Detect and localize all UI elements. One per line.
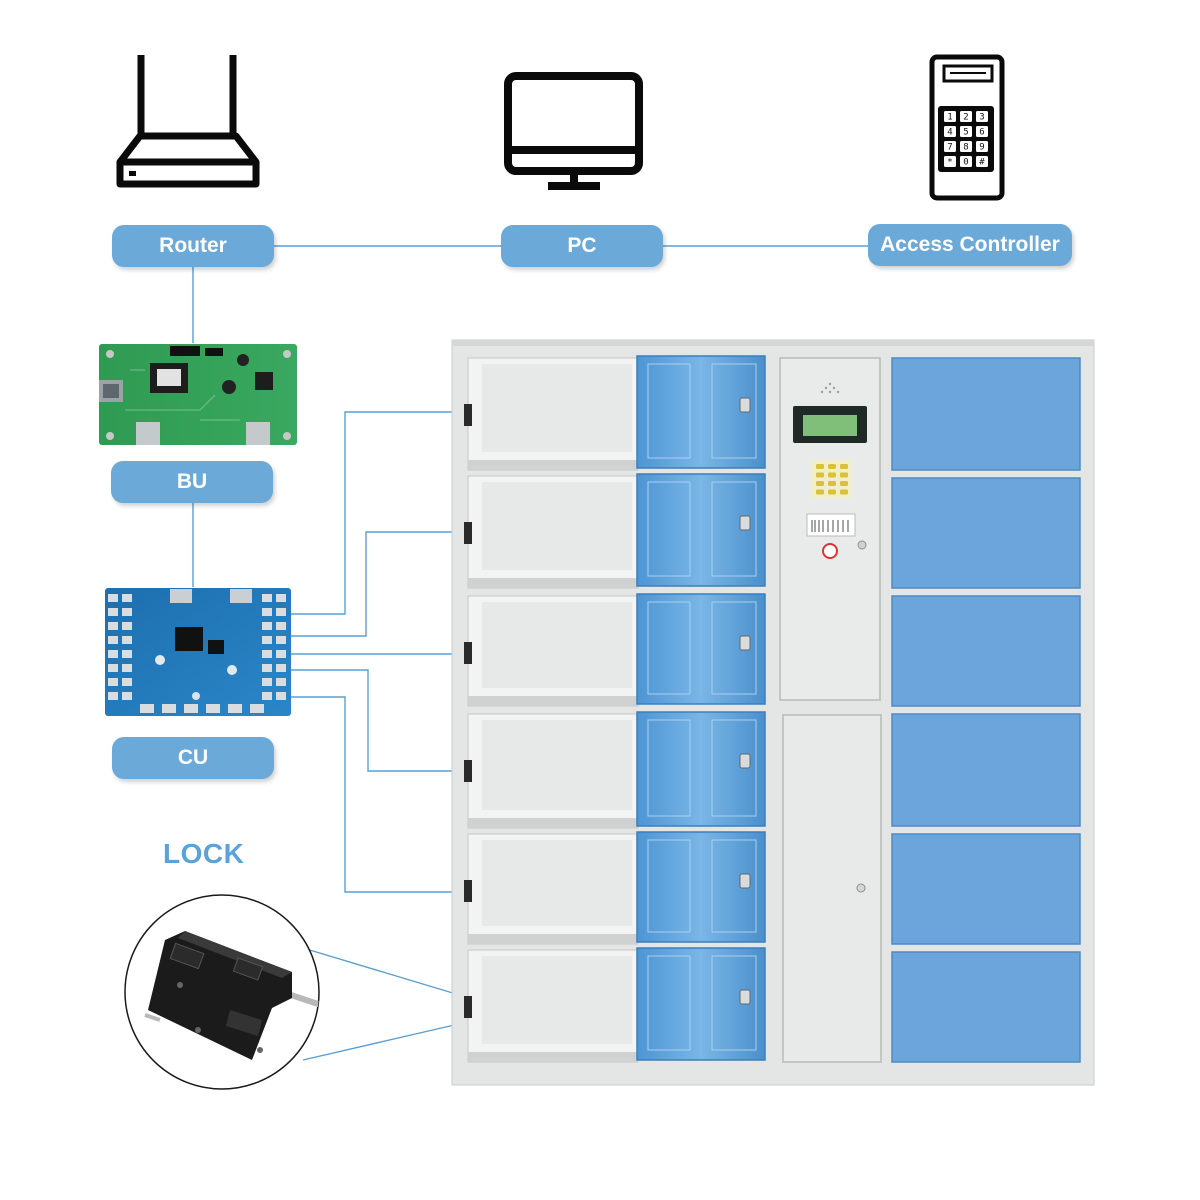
keypad-key-label: 1: [947, 113, 952, 123]
bu-label: BU: [111, 461, 273, 503]
keypad-key-label: 4: [947, 128, 952, 138]
locker-door: [891, 951, 1081, 1063]
keypad-key: [960, 141, 972, 152]
keypad-key-label: 8: [963, 143, 968, 153]
keypad-key: [944, 141, 956, 152]
locker-door: [891, 713, 1081, 827]
locker-door: [891, 595, 1081, 707]
cu-board-image: [105, 588, 291, 716]
access-controller-label: Access Controller: [868, 224, 1072, 266]
locker-door: [891, 357, 1081, 471]
keypad-key-label: 7: [947, 143, 952, 153]
locker-cabinet-image: [451, 339, 1095, 1086]
pc-label: PC: [501, 225, 663, 267]
locker-door: [891, 833, 1081, 945]
keypad-key: [976, 141, 988, 152]
keypad-key-label: 2: [963, 113, 968, 123]
keypad-key-label: 0: [963, 158, 968, 168]
keypad-key: [976, 126, 988, 137]
keypad-key-label: 5: [963, 128, 968, 138]
router-label: Router: [112, 225, 274, 267]
keypad-key: [960, 126, 972, 137]
keypad-key: [960, 111, 972, 122]
bu-board-image: [99, 344, 297, 445]
keypad-key-label: 6: [979, 128, 984, 138]
keypad-key: [944, 156, 956, 167]
connector-lines: [192, 245, 868, 1061]
lock-title: LOCK: [163, 838, 245, 869]
monitor-icon: [504, 72, 643, 190]
keypad-key: [976, 111, 988, 122]
keypad-key-label: #: [979, 158, 985, 168]
keypad-key: [960, 156, 972, 167]
router-icon: [116, 55, 260, 188]
lock-closeup-image: [124, 894, 320, 1090]
keypad-key: [976, 156, 988, 167]
keypad-key: [944, 111, 956, 122]
keypad-key: [944, 126, 956, 137]
keypad-key-label: 9: [979, 143, 984, 153]
keypad-icon: 1 2 3 4 5 6 7 8 9 * 0 #: [929, 54, 1005, 201]
cu-label: CU: [112, 737, 274, 779]
keypad-key-label: *: [947, 158, 952, 168]
keypad-key-label: 3: [979, 113, 984, 123]
locker-door: [891, 477, 1081, 589]
